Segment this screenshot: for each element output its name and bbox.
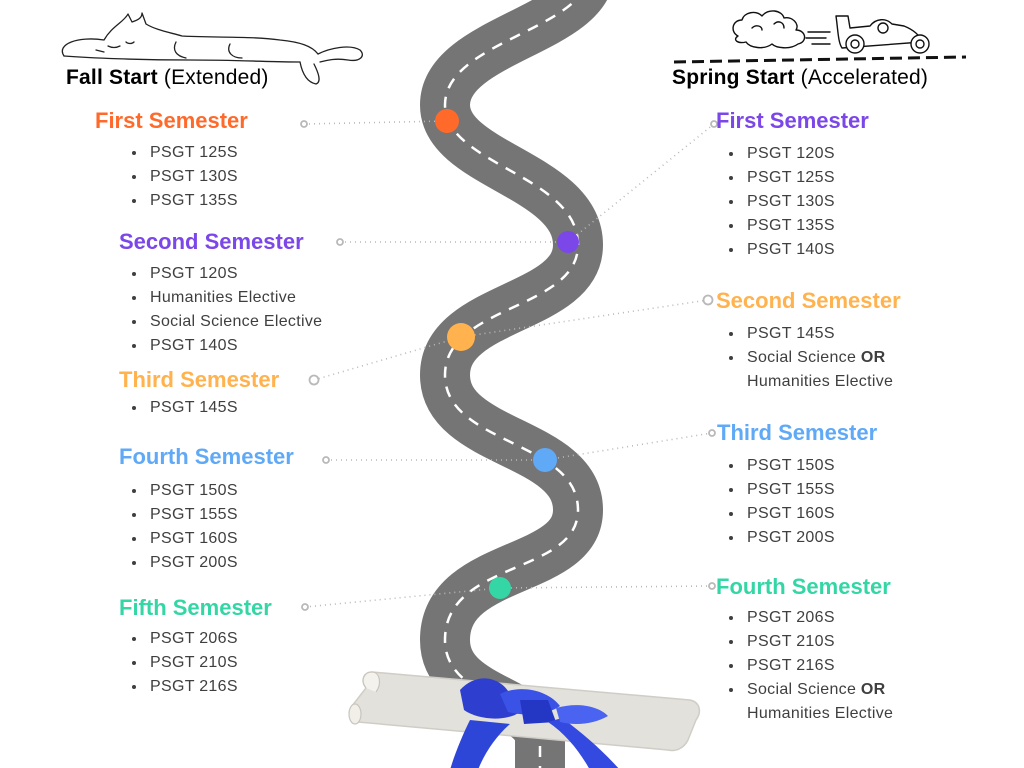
course-option-b: Humanities Elective: [747, 705, 894, 722]
course-option-a: Social Science: [747, 681, 857, 698]
course-item: PSGT 150S: [124, 479, 238, 503]
course-item-or-choice: Social Science OR Humanities Elective: [721, 346, 893, 394]
course-item: PSGT 145S: [721, 322, 893, 346]
course-item: PSGT 160S: [124, 527, 238, 551]
fall-semester-3-title: Third Semester: [119, 367, 280, 392]
course-item: PSGT 140S: [124, 334, 322, 358]
road-center-line: [443, 0, 580, 768]
course-item: PSGT 125S: [124, 141, 238, 165]
spring-semester-1-courses: PSGT 120S PSGT 125S PSGT 130S PSGT 135S …: [721, 142, 835, 262]
spring-semester-4-title: Fourth Semester: [716, 574, 891, 599]
or-label: OR: [860, 349, 886, 366]
course-item: PSGT 150S: [721, 454, 835, 478]
connectors-fall: [303, 120, 568, 608]
course-item: PSGT 125S: [721, 166, 835, 190]
fall-semester-3-courses: PSGT 145S: [124, 396, 238, 420]
fall-semester-2-title: Second Semester: [119, 229, 304, 254]
course-item-or-choice: Social Science OR Humanities Elective: [721, 678, 893, 726]
spring-semester-2-courses: PSGT 145S Social Science OR Humanities E…: [721, 322, 893, 394]
road-stop-yellow: [447, 323, 475, 351]
course-item: PSGT 210S: [721, 630, 893, 654]
fall-semester-2-courses: PSGT 120S Humanities Elective Social Sci…: [124, 262, 322, 358]
course-item: PSGT 140S: [721, 238, 835, 262]
course-item: Humanities Elective: [124, 286, 322, 310]
sleeping-cat-icon: [61, 12, 363, 85]
fall-semester-1-title: First Semester: [95, 108, 248, 133]
winding-road: [419, 0, 605, 768]
spring-semester-2-title: Second Semester: [716, 288, 901, 313]
course-item: PSGT 206S: [721, 606, 893, 630]
course-item: PSGT 135S: [124, 189, 238, 213]
course-item: PSGT 120S: [721, 142, 835, 166]
course-item: PSGT 135S: [721, 214, 835, 238]
course-item: PSGT 155S: [721, 478, 835, 502]
course-item: PSGT 200S: [721, 526, 835, 550]
or-label: OR: [860, 681, 886, 698]
course-item: PSGT 206S: [124, 627, 238, 651]
course-item: PSGT 200S: [124, 551, 238, 575]
connector-ends: [300, 120, 718, 611]
fall-semester-4-title: Fourth Semester: [119, 444, 294, 469]
connectors-spring: [460, 123, 715, 589]
fall-semester-1-courses: PSGT 125S PSGT 130S PSGT 135S: [124, 141, 238, 213]
course-item: PSGT 216S: [721, 654, 893, 678]
course-item: PSGT 130S: [124, 165, 238, 189]
road-stop-teal: [489, 577, 511, 599]
spring-semester-4-courses: PSGT 206S PSGT 210S PSGT 216S Social Sci…: [721, 606, 893, 726]
course-item: PSGT 155S: [124, 503, 238, 527]
dashed-track-line: [673, 55, 967, 64]
course-item: PSGT 130S: [721, 190, 835, 214]
course-item: PSGT 160S: [721, 502, 835, 526]
course-item: PSGT 210S: [124, 651, 238, 675]
spring-semester-3-title: Third Semester: [717, 420, 878, 445]
course-option-a: Social Science: [747, 349, 857, 366]
spring-semester-3-courses: PSGT 150S PSGT 155S PSGT 160S PSGT 200S: [721, 454, 835, 550]
fall-start-heading: Fall Start (Extended): [66, 66, 269, 89]
fall-semester-4-courses: PSGT 150S PSGT 155S PSGT 160S PSGT 200S: [124, 479, 238, 575]
road-stop-purple: [557, 231, 579, 253]
fall-semester-5-courses: PSGT 206S PSGT 210S PSGT 216S: [124, 627, 238, 699]
course-item: PSGT 145S: [124, 396, 238, 420]
fall-semester-5-title: Fifth Semester: [119, 595, 272, 620]
spring-semester-1-title: First Semester: [716, 108, 869, 133]
race-car-icon: [732, 10, 930, 54]
course-item: Social Science Elective: [124, 310, 322, 334]
course-item: PSGT 120S: [124, 262, 322, 286]
spring-start-heading: Spring Start (Accelerated): [672, 66, 929, 89]
course-option-b: Humanities Elective: [747, 373, 894, 390]
diploma-scroll-icon: [348, 671, 701, 768]
road-stop-orange: [435, 109, 459, 133]
course-item: PSGT 216S: [124, 675, 238, 699]
road-stop-blue: [533, 448, 557, 472]
